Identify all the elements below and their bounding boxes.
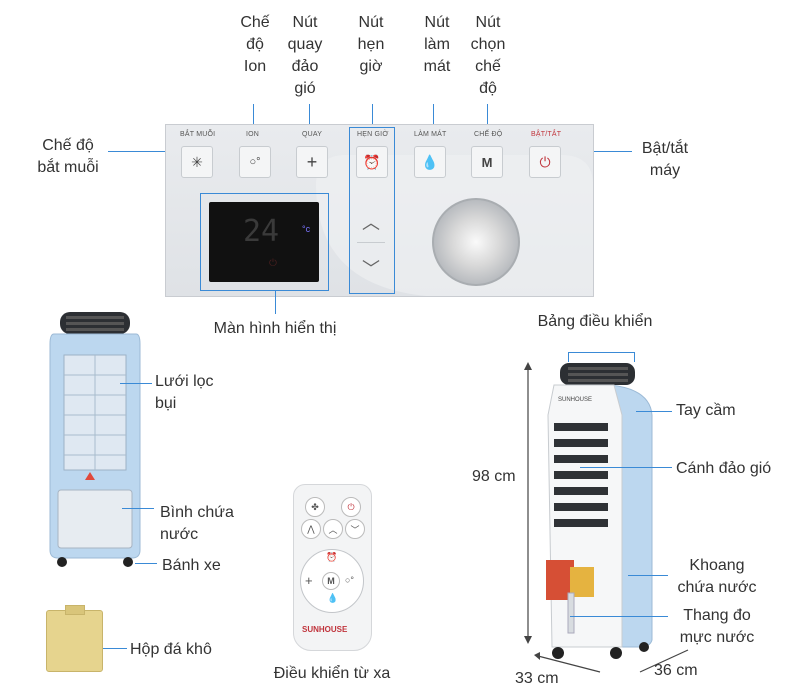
remote-fan-button[interactable]: ✤: [305, 497, 325, 517]
ion-button[interactable]: ○°: [239, 146, 271, 178]
power-icon: ⏻: [347, 501, 355, 512]
remote-mode-button[interactable]: M: [322, 572, 340, 590]
water-drop-icon: 💧: [421, 153, 439, 170]
ion-bubbles-icon: ○°: [249, 156, 261, 168]
chevron-up-icon: ︿: [328, 524, 338, 535]
label-hop-da-kho: Hộp đá khô: [130, 641, 212, 658]
ice-box-image: [46, 605, 103, 672]
clock-icon: ⏰: [326, 552, 338, 562]
ion-bubbles-icon: ○°: [345, 575, 355, 585]
plus-icon: +: [305, 573, 313, 588]
display-unit: °c: [302, 224, 311, 234]
timer-button[interactable]: ⏰: [356, 146, 388, 178]
label-canh-dao-gio: Cánh đảo gió: [676, 460, 772, 477]
btn-title-hen-gio: HẸN GIỜ: [357, 131, 389, 138]
label-height: 98 cm: [472, 468, 516, 485]
power-button[interactable]: ⏻: [529, 146, 561, 178]
remote-power-button[interactable]: ⏻: [341, 497, 361, 517]
label-tay-cam: Tay cầm: [676, 402, 736, 419]
btn-title-che-do: CHẾ ĐỘ: [474, 131, 503, 138]
swing-button[interactable]: +: [296, 146, 328, 178]
remote-swing-button[interactable]: ⋀: [301, 519, 321, 539]
swing-icon: ⋀: [307, 523, 315, 534]
front-cooler-image: [49, 312, 141, 567]
label-banh-xe: Bánh xe: [162, 557, 221, 574]
display-power-indicator: ⏻: [269, 258, 277, 269]
cooling-button[interactable]: 💧: [414, 146, 446, 178]
clock-icon: ⏰: [363, 153, 381, 170]
btn-title-ion: ION: [246, 131, 260, 138]
btn-title-bat-muoi: BẮT MUỖI: [180, 131, 216, 138]
remote-timer-button[interactable]: ⏰: [326, 552, 337, 563]
label-depth: 36 cm: [654, 662, 698, 679]
side-cooler-image: SUNHOUSE: [546, 363, 653, 659]
chevron-down-icon: ﹀: [350, 524, 360, 535]
btn-title-lam-mat: LÀM MÁT: [414, 131, 447, 138]
remote-plus-button[interactable]: +: [305, 573, 313, 588]
display-highlight-frame: [200, 193, 329, 291]
lcd-display: 24 °c ⏻: [209, 202, 319, 282]
label-bang-dieu-khien: Bảng điều khiển: [537, 313, 653, 330]
timer-up-button[interactable]: ︿: [357, 212, 385, 233]
btn-title-quay: QUAY: [302, 131, 323, 138]
plus-arrows-icon: +: [306, 151, 318, 172]
remote-cool-button[interactable]: 💧: [327, 593, 338, 604]
display-temperature: 24: [243, 214, 280, 249]
chevron-down-icon: ﹀: [362, 259, 380, 279]
remote-up-button[interactable]: ︿: [323, 519, 343, 539]
label-width: 33 cm: [515, 670, 559, 687]
dimension-lines: [524, 362, 689, 673]
remote-ion-button[interactable]: ○°: [345, 575, 354, 585]
sparkle-icon: ✳: [191, 153, 203, 170]
svg-text:SUNHOUSE: SUNHOUSE: [558, 397, 592, 403]
rotary-knob[interactable]: [432, 198, 520, 286]
water-drop-icon: 💧: [327, 593, 339, 603]
fan-icon: ✤: [311, 501, 319, 512]
label-man-hinh-hien-thi: Màn hình hiển thị: [213, 320, 337, 337]
btn-title-bat-tat: BẬT/TẮT: [531, 131, 562, 138]
timer-highlight-frame: [349, 127, 395, 294]
power-icon: ⏻: [539, 153, 551, 170]
remote-brand: SUNHOUSE: [302, 625, 348, 634]
label-dieu-khien-tu-xa: Điều khiển từ xa: [273, 665, 391, 682]
remote-control: ✤ ⏻ ⋀ ︿ ﹀ ⏰ + M ○° 💧 SUNHOUSE: [293, 484, 372, 651]
chevron-up-icon: ︿: [362, 213, 380, 233]
mode-m-glyph: M: [481, 154, 493, 170]
mode-m-glyph: M: [327, 576, 335, 586]
mode-button[interactable]: M: [471, 146, 503, 178]
remote-down-button[interactable]: ﹀: [345, 519, 365, 539]
timer-down-button[interactable]: ﹀: [357, 258, 385, 279]
mosquito-button[interactable]: ✳: [181, 146, 213, 178]
